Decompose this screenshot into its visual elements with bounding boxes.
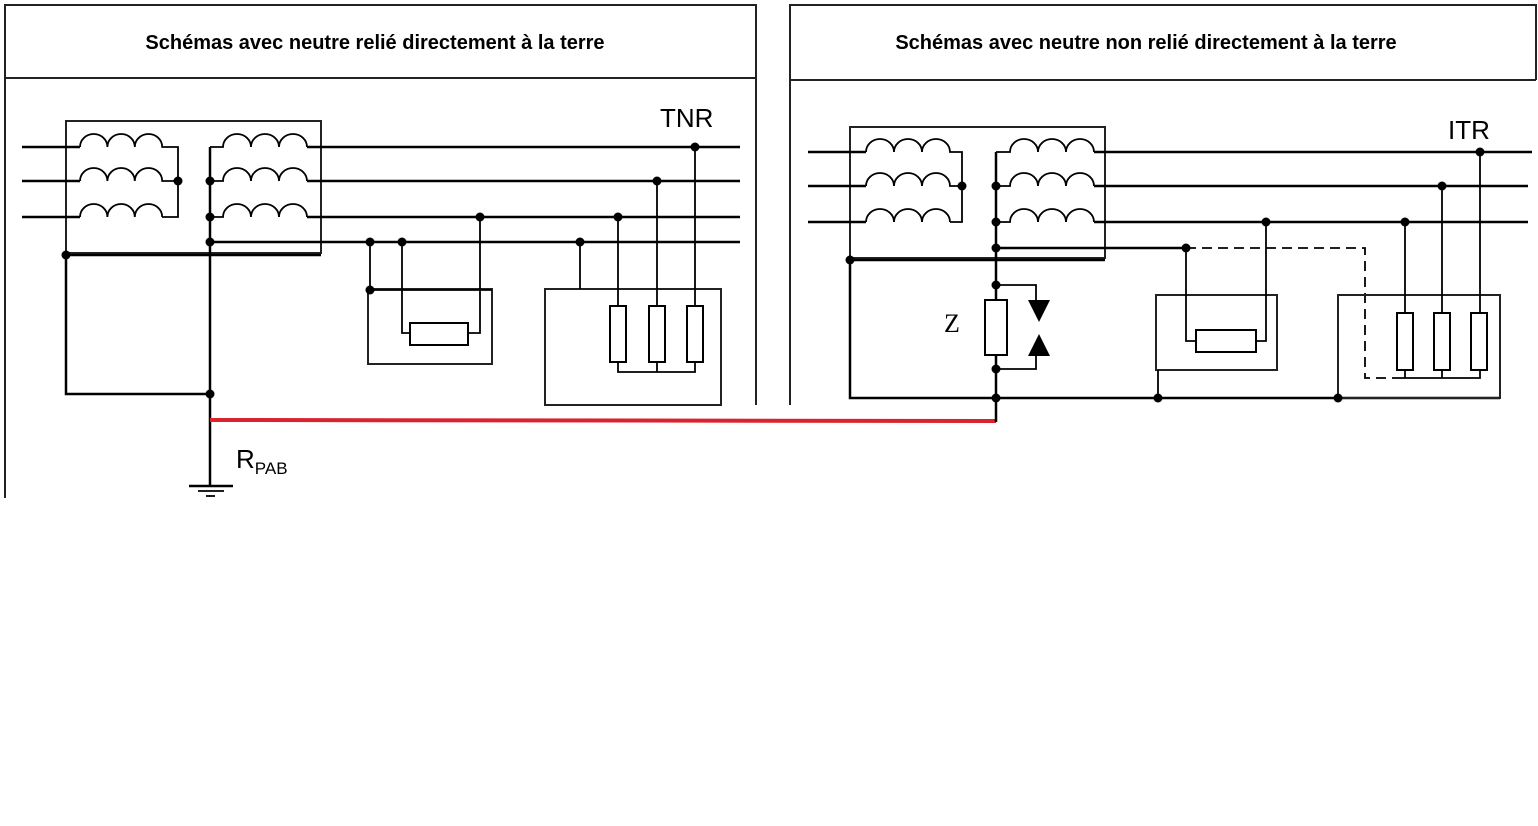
itr-circuit (808, 126, 1532, 422)
left-panel-title: Schémas avec neutre relié directement à … (145, 32, 604, 54)
itr-label: ITR (1448, 115, 1490, 145)
resistance-label: RPAB (236, 444, 288, 478)
load-box (1337, 294, 1501, 399)
secondary-windings (208, 133, 740, 487)
resistor-icon (609, 305, 627, 363)
load-box (367, 288, 493, 365)
impedance-label: Z (944, 309, 960, 338)
right-panel-title: Schémas avec neutre non relié directemen… (895, 32, 1396, 54)
right-panel-frame (789, 4, 1537, 405)
tnr-label: TNR (660, 103, 713, 133)
resistor-icon (1396, 312, 1414, 371)
resistor-icon (648, 305, 666, 363)
impedance-resistor-icon (984, 299, 1008, 356)
junction-dots (61, 142, 700, 399)
resistor-icon (1195, 329, 1257, 353)
resistor-icon (1433, 312, 1451, 371)
resistor-icon (1470, 312, 1488, 371)
resistor-icon (686, 305, 704, 363)
equipotential-link (209, 418, 997, 423)
transformer-box (849, 126, 1106, 259)
secondary-windings (994, 138, 1532, 422)
tnr-circuit (22, 120, 740, 497)
load-box (544, 288, 722, 406)
load-box (1155, 294, 1278, 371)
primary-windings (808, 138, 963, 224)
surge-arrester-icon (996, 284, 1050, 370)
transformer-box (65, 120, 322, 254)
junction-dots (845, 147, 1485, 403)
ground-icon (189, 484, 233, 497)
primary-windings (22, 133, 179, 219)
left-panel-frame (4, 4, 757, 498)
resistor-icon (409, 322, 469, 346)
